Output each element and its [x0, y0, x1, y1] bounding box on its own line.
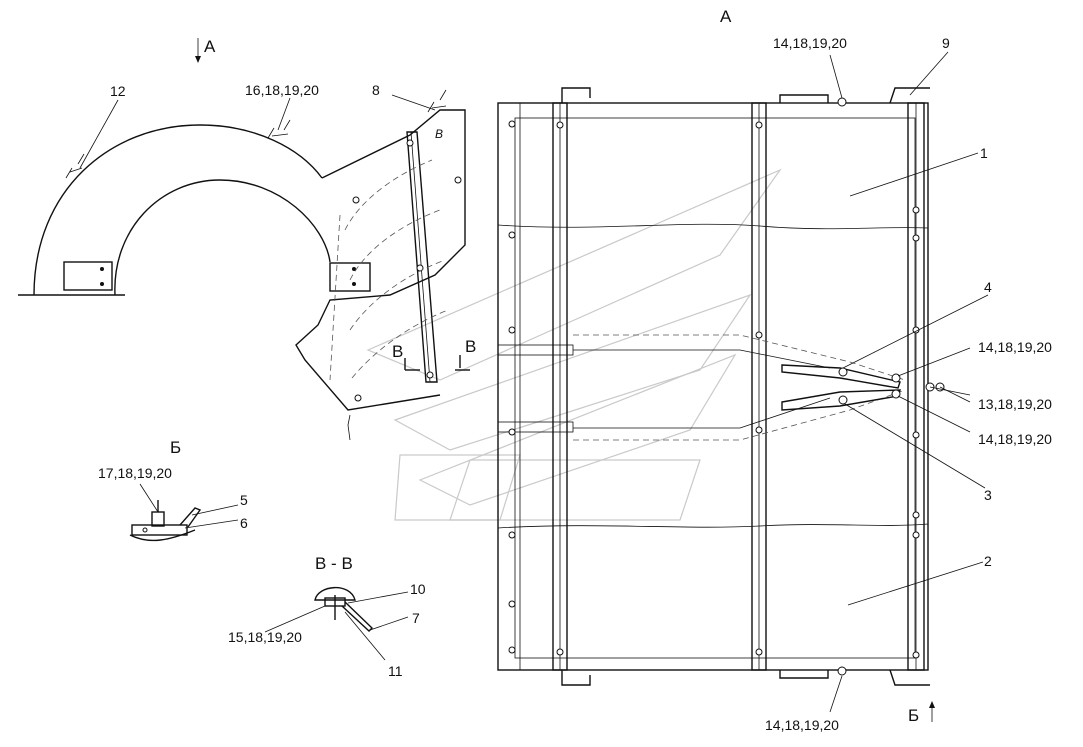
callout-14-right-upper: 14,18,19,20	[978, 339, 1052, 355]
view-a-arrow-label: А	[204, 37, 216, 56]
callout-15: 15,18,19,20	[228, 629, 302, 645]
view-a-title: А	[720, 7, 732, 26]
detail-section-vv	[314, 586, 373, 632]
detail-view-b	[129, 500, 202, 542]
view-b-arrow-label: Б	[908, 706, 919, 725]
callout-6: 6	[240, 515, 248, 531]
leader-lines	[79, 51, 989, 713]
callout-8: 8	[372, 82, 380, 98]
view-b-title: Б	[170, 438, 181, 457]
callout-9: 9	[942, 35, 950, 51]
callout-7: 7	[412, 610, 420, 626]
callout-14-top: 14,18,19,20	[773, 35, 847, 51]
callout-16: 16,18,19,20	[245, 82, 319, 98]
section-vv-title: В - В	[315, 554, 353, 573]
callout-13: 13,18,19,20	[978, 396, 1052, 412]
callout-12: 12	[110, 83, 126, 99]
callout-11: 11	[388, 663, 403, 679]
callout-17: 17,18,19,20	[98, 465, 172, 481]
plan-view	[497, 87, 945, 722]
callout-14-bottom: 14,18,19,20	[765, 717, 839, 733]
callout-10: 10	[410, 581, 426, 597]
callout-2: 2	[984, 553, 992, 569]
callout-1: 1	[980, 145, 988, 161]
section-mark-right: В	[465, 337, 476, 356]
callout-14-right-lower: 14,18,19,20	[978, 431, 1052, 447]
callout-5: 5	[240, 492, 248, 508]
callout-3: 3	[984, 487, 992, 503]
section-mark-left: В	[392, 342, 403, 361]
small-mark-label: В	[435, 127, 443, 141]
callout-4: 4	[984, 279, 992, 295]
side-view	[18, 38, 470, 441]
watermark-logo	[366, 168, 782, 521]
